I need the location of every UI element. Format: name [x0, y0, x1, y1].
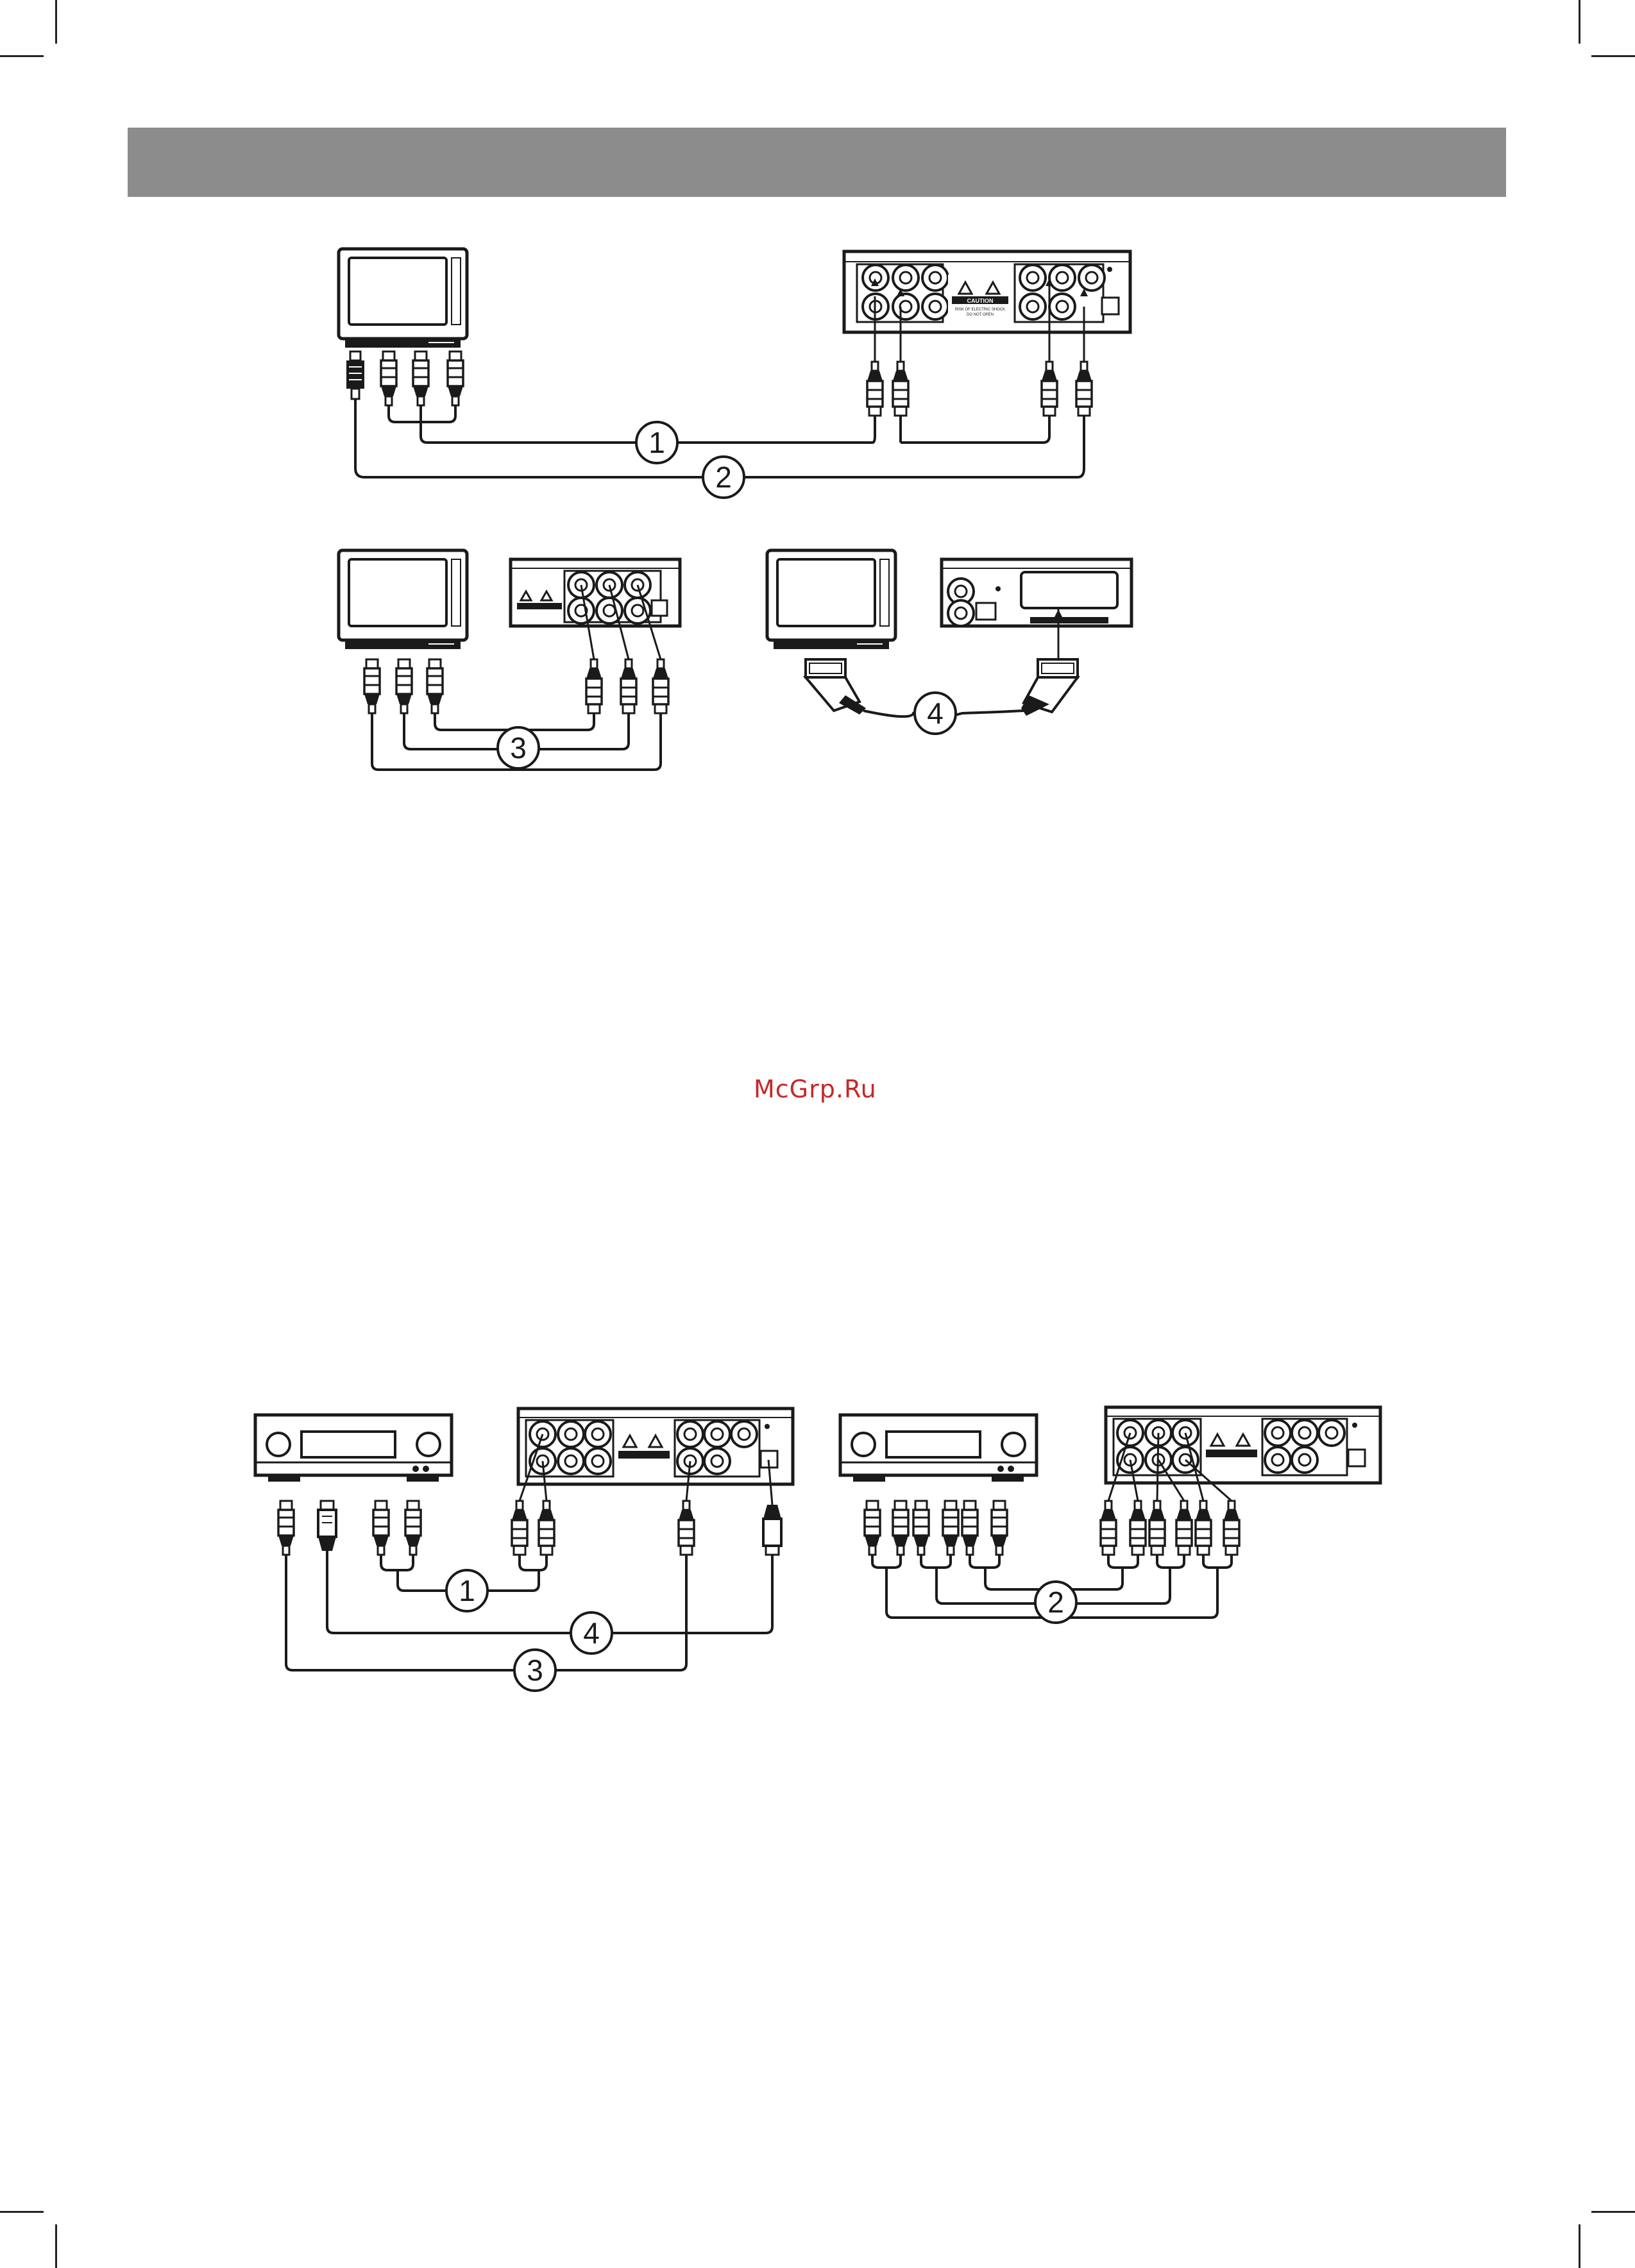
- dvd-rear-panel-bottom-left: [518, 1409, 793, 1484]
- tv-input-plugs: [346, 351, 463, 405]
- svg-text:3: 3: [510, 731, 527, 765]
- callout-2-top: 2: [703, 457, 744, 498]
- amp-plugs-bottom-right: [865, 1501, 1007, 1555]
- callout-3-middle: 3: [498, 727, 539, 768]
- callout-1-bottom: 1: [446, 1570, 487, 1611]
- caution-label: CAUTION: [967, 298, 994, 304]
- dvd-rear-panel-bottom-right: [1106, 1407, 1380, 1483]
- watermark: McGrp.Ru: [754, 1075, 877, 1103]
- amplifier-bottom-left: [255, 1415, 452, 1482]
- caution-line1: RISK OF ELECTRIC SHOCK: [955, 308, 1005, 312]
- dvd-rear-panel-middle-left: [511, 559, 680, 626]
- svg-text:4: 4: [583, 1616, 600, 1650]
- tv-middle-left: [339, 550, 467, 649]
- tv-top-left: [339, 249, 467, 348]
- callout-2-bottom: 2: [1035, 1582, 1076, 1623]
- caution-line2: DO NOT OPEN: [967, 313, 994, 317]
- dvd-rear-panel-scart: [942, 559, 1131, 626]
- callout-4-middle: 4: [915, 693, 956, 734]
- dvd-rear-panel-top: CAUTION RISK OF ELECTRIC SHOCK DO NOT OP…: [844, 251, 1130, 332]
- callout-3-bottom: 3: [514, 1650, 555, 1691]
- tv-middle-right: [767, 550, 895, 649]
- amp-plugs-bottom-left: [278, 1501, 421, 1555]
- svg-text:1: 1: [648, 426, 665, 459]
- callout-4-bottom: 4: [571, 1612, 612, 1654]
- svg-text:2: 2: [715, 461, 732, 494]
- svg-text:2: 2: [1047, 1586, 1064, 1619]
- callout-1-top: 1: [636, 422, 677, 463]
- svg-text:3: 3: [527, 1654, 543, 1687]
- svg-text:4: 4: [927, 697, 944, 730]
- amplifier-bottom-right: [840, 1415, 1037, 1482]
- svg-text:1: 1: [459, 1574, 475, 1607]
- tv-plugs-middle-left: [364, 659, 443, 713]
